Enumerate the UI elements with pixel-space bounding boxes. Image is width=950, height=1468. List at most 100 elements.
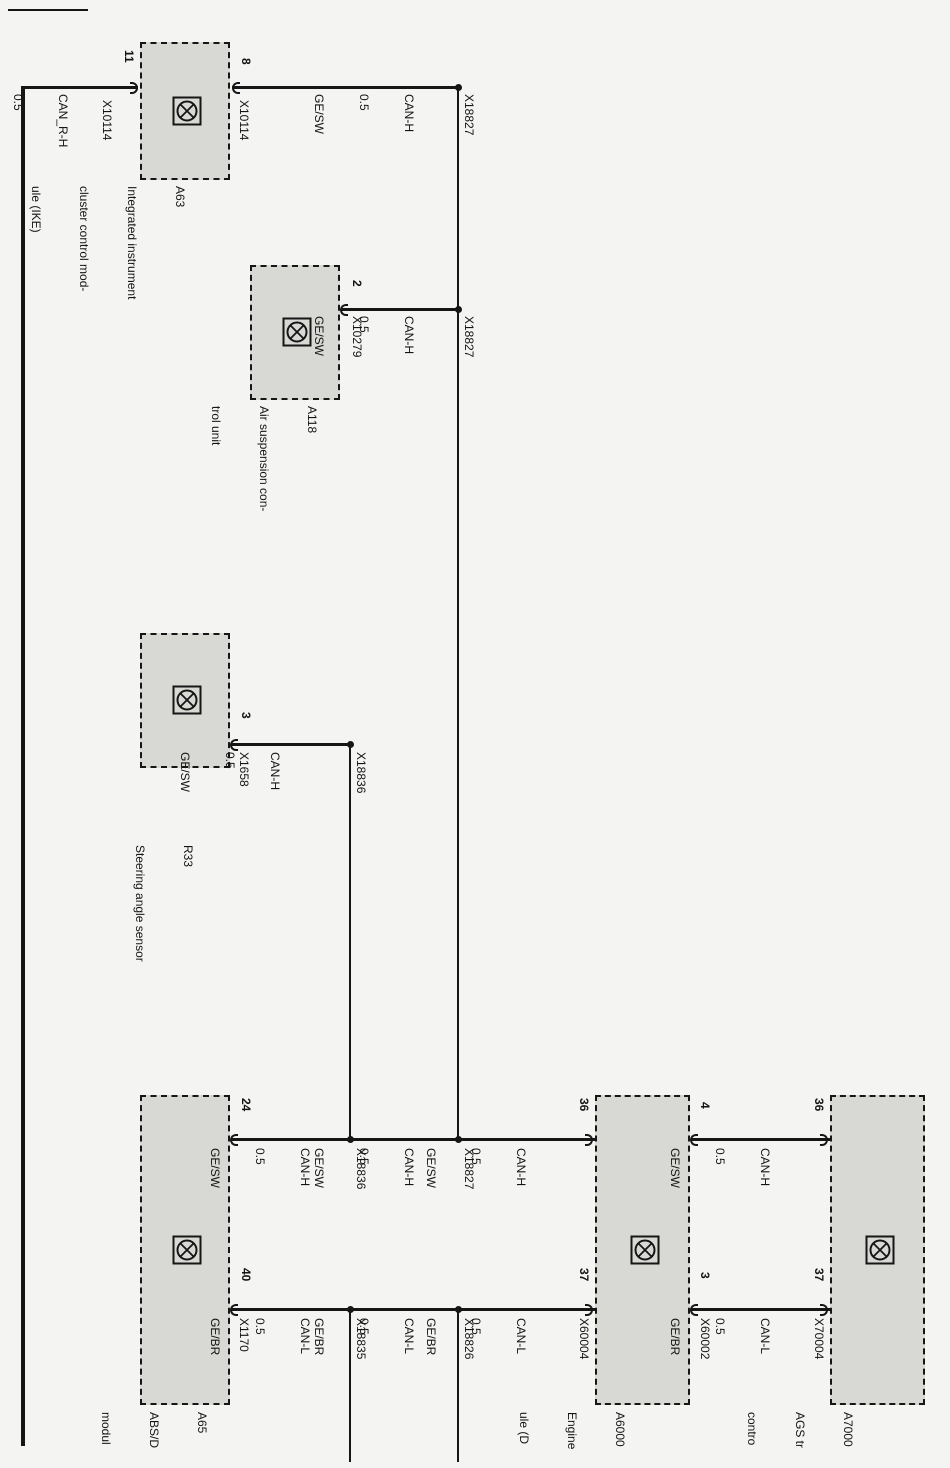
module-label-r33: R33 Steering angle sensor [100, 845, 228, 962]
module-id: A6000 [613, 1412, 627, 1447]
wire-label-can-h: CAN-H 0.5 GE/SW [281, 316, 446, 356]
junction-dot [347, 1306, 354, 1313]
connector-label-x70004: X70004 [812, 1318, 826, 1360]
pin-number-a118-2: 2 [350, 280, 364, 287]
wire-signal: CAN-L [758, 1318, 772, 1355]
module-label-a63: A63 Integrated instrument cluster contro… [0, 186, 220, 299]
pin-connector-icon [690, 1304, 698, 1316]
module-name-line: trol unit [209, 406, 223, 446]
pin-number-a63-11: 11 [122, 50, 136, 63]
connector-label-x10114: X10114 [237, 100, 251, 141]
wire-colour: GE/SW [208, 1148, 222, 1189]
wire-gauge: 0.5 [713, 1148, 727, 1165]
control-module-icon [630, 1235, 660, 1265]
wire-gauge: 0.5 [253, 1318, 267, 1335]
wire-label-can-h: CAN-H 0.5 GE/SW [147, 752, 312, 792]
rail-label-x18827: X18827 [462, 316, 476, 358]
pin-connector-icon [820, 1304, 828, 1316]
pin-number-a65-24: 24 [239, 1098, 253, 1112]
control-module-icon [172, 96, 202, 126]
pin-connector-icon [340, 304, 348, 316]
wire-colour: GE/SW [178, 752, 192, 793]
junction-dot [455, 1306, 462, 1313]
page-border-fragment [8, 9, 88, 11]
control-module-icon [865, 1235, 895, 1265]
module-name-line: Steering angle sensor [133, 845, 147, 962]
junction-dot [455, 84, 462, 91]
rail-x18836 [349, 745, 351, 1140]
wire-colour: GE/SW [312, 1148, 326, 1189]
pin-connector-icon [232, 82, 240, 94]
module-id: A63 [173, 186, 187, 208]
module-id: A7000 [841, 1412, 855, 1447]
wire-can-h-a63 [232, 86, 458, 89]
pin-number-a63-8: 8 [239, 58, 253, 65]
wire-can-l-a6000-a7000 [692, 1308, 830, 1311]
junction-dot [347, 741, 354, 748]
pin-number-r33-3: 3 [239, 712, 253, 719]
wire-signal: CAN-H [514, 1148, 528, 1186]
control-module-icon [282, 317, 312, 347]
connector-label-x60004: X60004 [577, 1318, 591, 1360]
wire-signal: CAN-L [514, 1318, 528, 1355]
wire-gauge: 0.5 [469, 1148, 483, 1165]
control-module-icon [172, 1235, 202, 1265]
module-name-line: ABS/D [147, 1412, 161, 1449]
module-label-a65: A65 ABS/D modul [66, 1412, 242, 1448]
wire-can-h-a118 [342, 308, 458, 311]
module-name-line: Air suspension con- [257, 406, 271, 512]
module-name-line: ule (IKE) [29, 186, 43, 233]
pin-number-a6000-37: 37 [577, 1268, 591, 1282]
pin-number-a6000-36: 36 [577, 1098, 591, 1112]
wire-colour: GE/BR [312, 1318, 326, 1356]
module-id: A118 [305, 406, 319, 434]
wire-can-h-a6000-a7000 [692, 1138, 830, 1141]
wire-colour: GE/SW [312, 316, 326, 357]
wire-label-can-rh: CAN_R-H 0.5 GE/BL [0, 94, 100, 147]
pin-number-a7000-37: 37 [812, 1268, 826, 1282]
pin-connector-icon [690, 1134, 698, 1146]
wire-gauge: 0.5 [357, 1148, 371, 1165]
wire-gauge: 0.5 [357, 94, 371, 111]
pin-connector-icon [130, 82, 138, 94]
wire-colour: GE/SW [312, 94, 326, 135]
rail-label-x18827: X18827 [462, 94, 476, 136]
wire-can-h-a65-a6000 [232, 1138, 595, 1141]
wire-can-h-r33 [232, 743, 350, 746]
wire-gauge: 0.5 [357, 1318, 371, 1335]
pin-connector-icon [230, 1134, 238, 1146]
pin-number-a6000-3: 3 [698, 1272, 712, 1279]
wire-gauge: 0.5 [713, 1318, 727, 1335]
wire-gauge: 0.5 [11, 94, 25, 111]
wire-can-l-a65-a6000 [232, 1308, 595, 1311]
module-id: R33 [181, 845, 195, 868]
pin-connector-icon [820, 1134, 828, 1146]
module-name-line: ule (D [517, 1412, 531, 1445]
wire-gauge: 0.5 [223, 752, 237, 769]
module-label-a118: A118 Air suspension con- trol unit [176, 406, 352, 511]
module-name-line: Engine [565, 1412, 579, 1450]
wire-signal: CAN-H [758, 1148, 772, 1186]
junction-dot [455, 306, 462, 313]
pin-connector-icon [230, 1304, 238, 1316]
wire-label-can-h: CAN-H 0.5 GE/SW [393, 1148, 558, 1188]
pin-connector-icon [585, 1134, 593, 1146]
module-label-a7000: A7000 AGS tr contro [712, 1412, 888, 1448]
pin-connector-icon [585, 1304, 593, 1316]
wire-colour: GE/SW [668, 1148, 682, 1189]
pin-number-a65-40: 40 [239, 1268, 253, 1282]
module-name-line: Integrated instrument [125, 186, 139, 300]
wire-signal: CAN-H [402, 316, 416, 354]
wire-signal: CAN-H [268, 752, 282, 790]
wire-label-can-l: CAN-L 0.5 GE/BR [637, 1318, 802, 1355]
connector-label-x10114: X10114 [100, 100, 114, 141]
wire-colour: GE/BR [668, 1318, 682, 1356]
module-label-a6000: A6000 Engine ule (D [484, 1412, 660, 1449]
pin-connector-icon [230, 739, 238, 751]
wire-colour: GE/BR [424, 1318, 438, 1356]
wire-can-rh-drop-a63 [21, 86, 138, 89]
module-name-line: AGS tr [793, 1412, 807, 1449]
pin-number-a7000-36: 36 [812, 1098, 826, 1112]
